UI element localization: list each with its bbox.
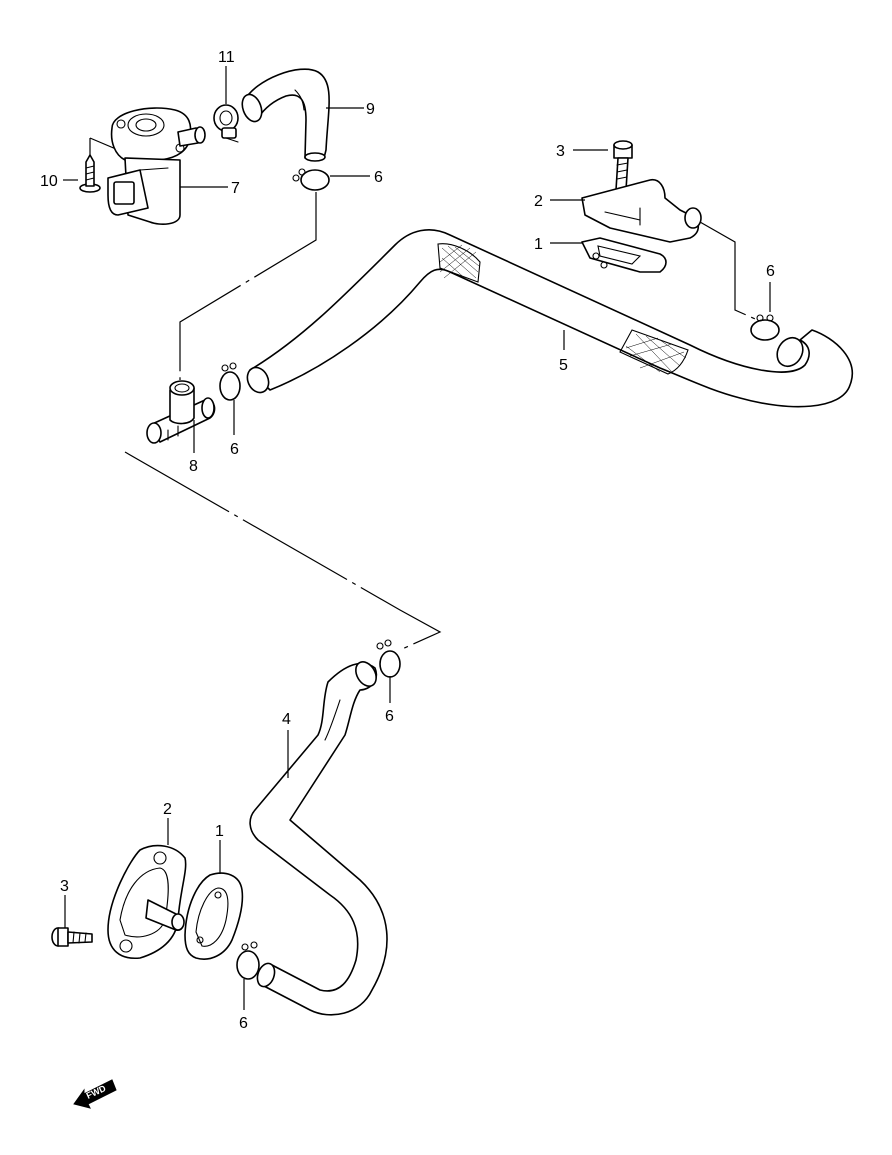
hose-9 [241, 68, 330, 162]
tee-8 [146, 380, 216, 444]
hose-5 [246, 229, 853, 408]
callout-5: 5 [559, 357, 568, 374]
callout-6-d: 6 [385, 708, 394, 725]
callout-10: 10 [40, 173, 58, 190]
callout-6-a: 6 [374, 169, 383, 186]
clamp-6-a [292, 168, 330, 191]
callout-3-bottom: 3 [60, 878, 69, 895]
callout-9: 9 [366, 101, 375, 118]
callout-6-c: 6 [766, 263, 775, 280]
callout-4: 4 [282, 711, 291, 728]
fwd-arrow: FWD [73, 1079, 117, 1109]
callout-6-e: 6 [239, 1015, 248, 1032]
callout-11: 11 [218, 49, 235, 66]
clamp-6-b [219, 362, 241, 401]
callout-1-bottom: 1 [215, 823, 224, 840]
valve-7 [107, 107, 206, 225]
callout-3-top: 3 [556, 143, 565, 160]
callout-1-top: 1 [534, 236, 543, 253]
clamp-6-e [236, 941, 260, 980]
reed-1-bottom [184, 872, 244, 960]
clamp-6-d [376, 639, 401, 678]
cover-2-top [581, 178, 702, 243]
callout-2-bottom: 2 [163, 801, 172, 818]
callout-6-b: 6 [230, 441, 239, 458]
cover-2-bottom [107, 844, 187, 959]
callout-7: 7 [231, 180, 240, 197]
callout-labels: 11 9 10 7 6 3 2 1 6 5 6 8 6 4 2 1 3 6 [40, 49, 775, 1032]
reed-1-top [581, 237, 667, 273]
bolt-3-bottom [51, 927, 93, 947]
clamp-11 [213, 104, 239, 143]
clamp-6-c [750, 314, 780, 341]
leader-lines [64, 66, 771, 1010]
routing-lines [89, 137, 763, 651]
hose-4 [249, 661, 388, 1016]
screw-10 [63, 154, 101, 193]
callout-8: 8 [189, 458, 198, 475]
callout-2-top: 2 [534, 193, 543, 210]
bolt-3-top [573, 140, 633, 191]
